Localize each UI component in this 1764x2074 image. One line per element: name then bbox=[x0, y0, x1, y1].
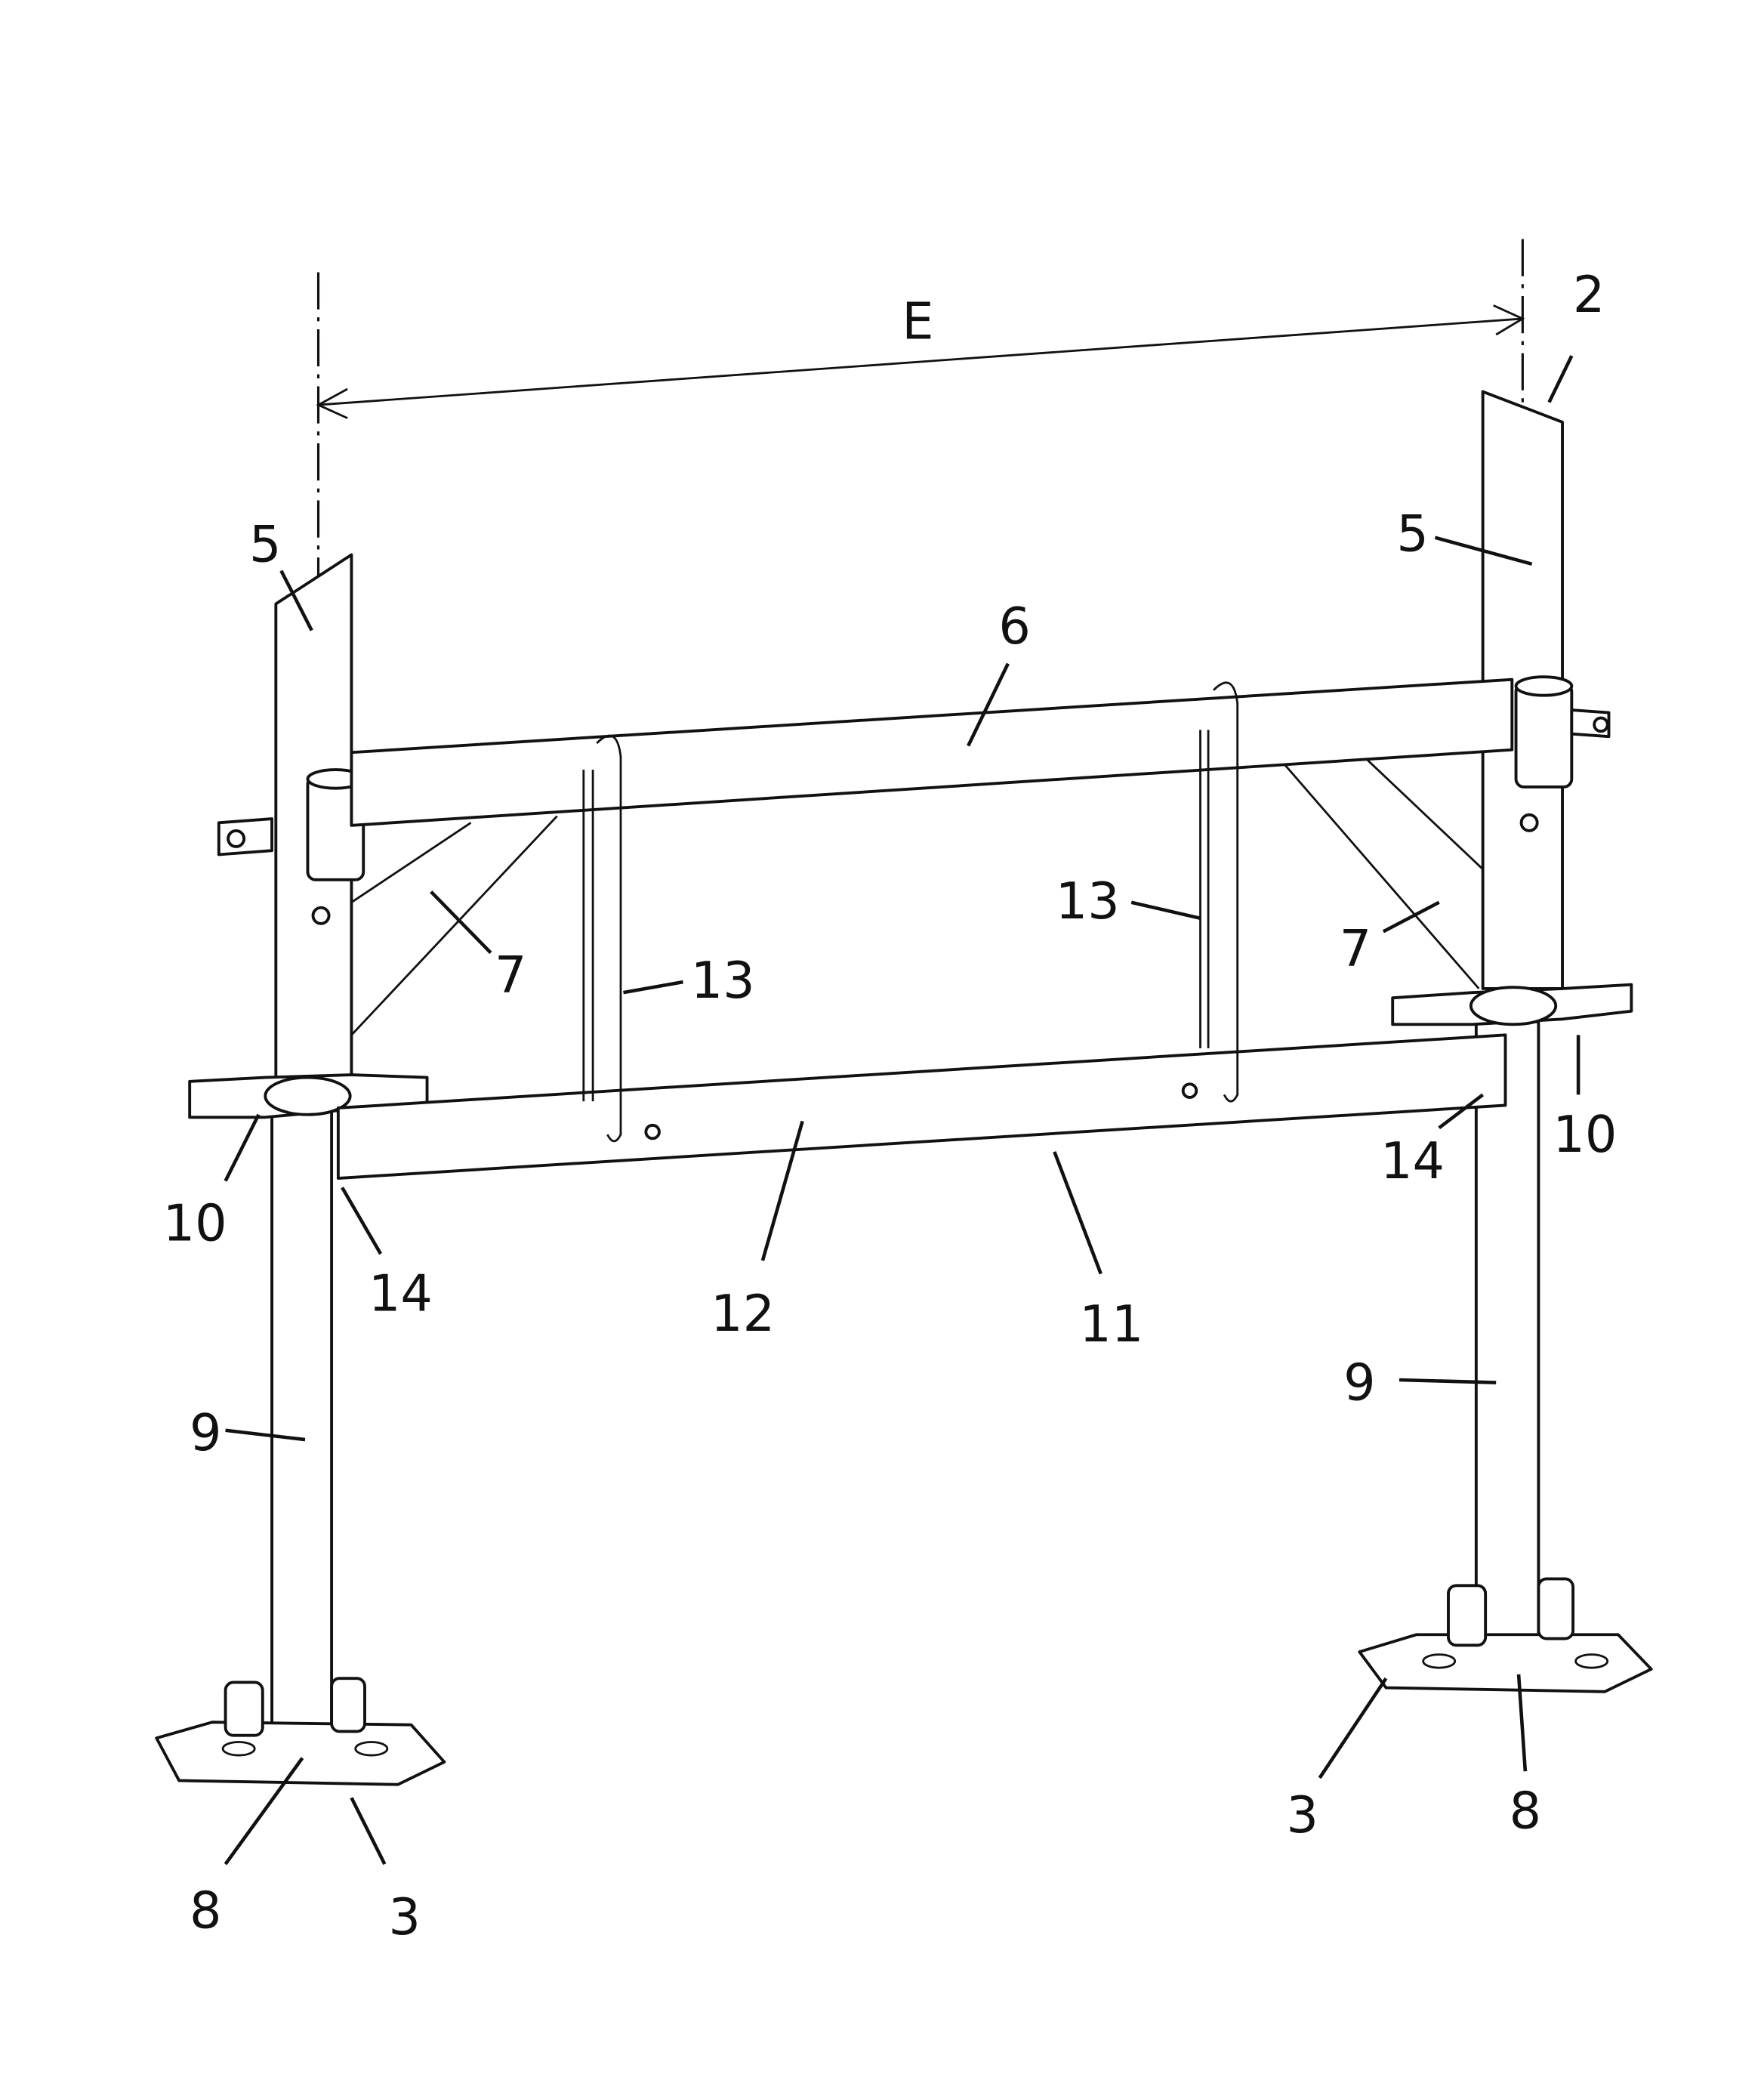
label-5-right: 5 bbox=[1396, 504, 1428, 563]
dimension-arrow-e bbox=[316, 304, 1525, 419]
left-base bbox=[155, 1677, 446, 1786]
top-rail bbox=[350, 677, 1514, 827]
label-5-left: 5 bbox=[249, 514, 281, 573]
label-13-left: 13 bbox=[691, 951, 755, 1010]
label-13-right: 13 bbox=[1056, 872, 1120, 931]
label-14-right: 14 bbox=[1380, 1131, 1445, 1190]
label-9-left: 9 bbox=[190, 1403, 221, 1462]
label-11: 11 bbox=[1079, 1295, 1143, 1353]
left-post bbox=[188, 553, 429, 1744]
dimension-label-e: E bbox=[902, 292, 933, 350]
right-base bbox=[1358, 1577, 1653, 1693]
label-7-right: 7 bbox=[1340, 919, 1371, 978]
label-14-left: 14 bbox=[369, 1264, 433, 1323]
label-10-right: 10 bbox=[1553, 1105, 1617, 1164]
braces bbox=[350, 752, 1484, 1036]
label-12: 12 bbox=[711, 1284, 775, 1343]
right-post bbox=[1391, 390, 1633, 1654]
label-10-left: 10 bbox=[163, 1194, 227, 1253]
bottom-rail bbox=[336, 1033, 1507, 1180]
label-7-left: 7 bbox=[495, 946, 526, 1005]
label-3-left: 3 bbox=[388, 1887, 420, 1946]
leader-lines bbox=[224, 355, 1581, 1866]
label-9-right: 9 bbox=[1343, 1353, 1375, 1412]
hooks bbox=[582, 681, 1239, 1143]
label-8-right: 8 bbox=[1510, 1782, 1541, 1841]
label-8-left: 8 bbox=[190, 1881, 221, 1940]
label-3-right: 3 bbox=[1287, 1785, 1318, 1844]
label-6: 6 bbox=[998, 597, 1030, 656]
label-2: 2 bbox=[1573, 265, 1605, 324]
